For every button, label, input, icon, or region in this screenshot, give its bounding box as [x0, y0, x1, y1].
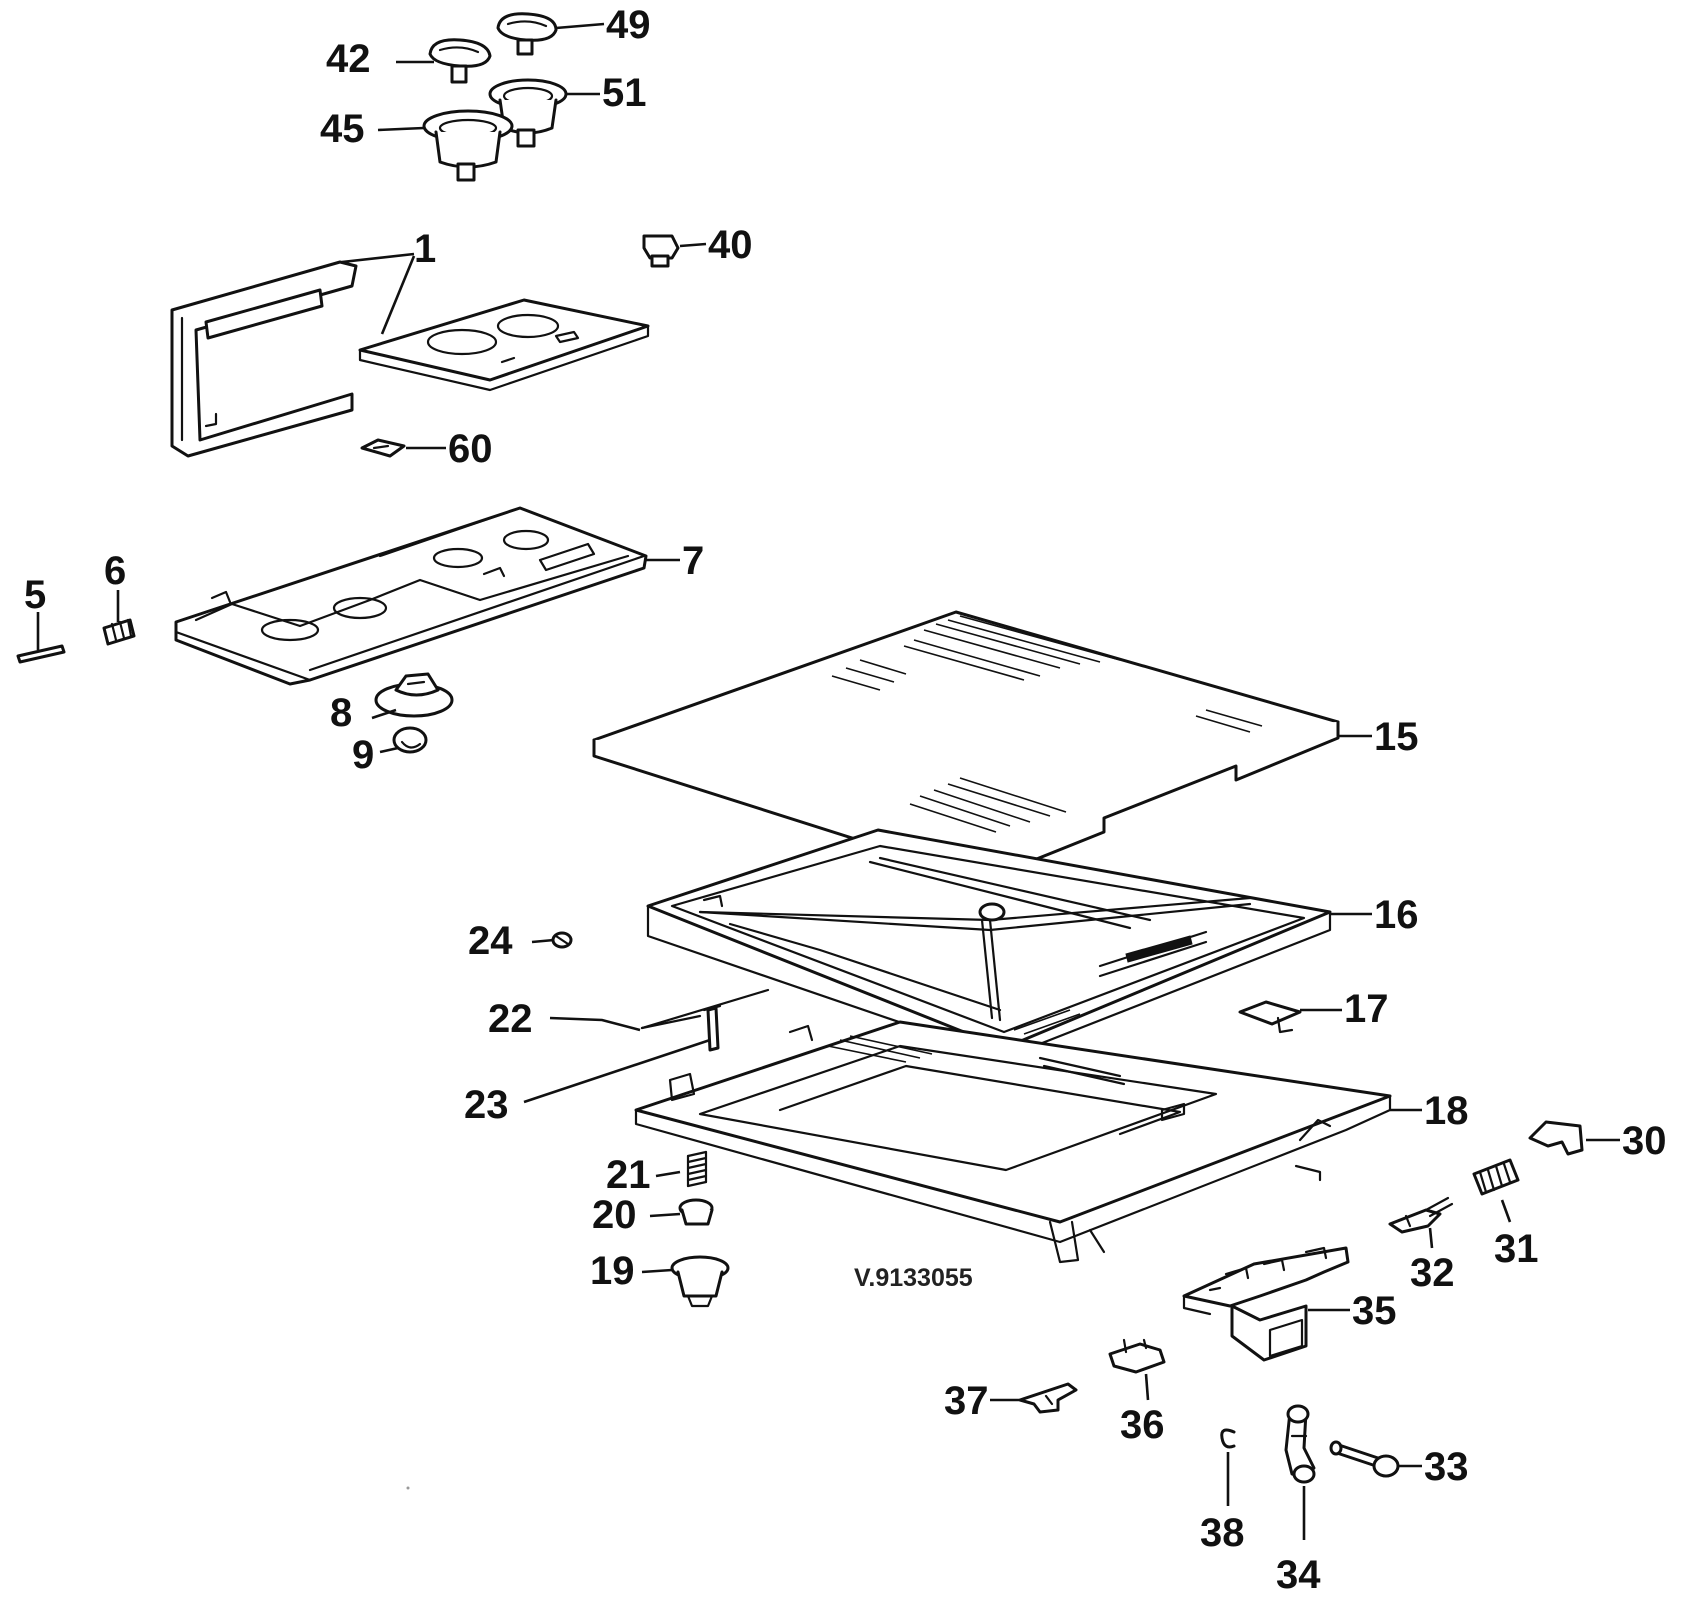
callout-22: 22	[488, 997, 533, 1041]
part-60-gasket[interactable]	[360, 438, 406, 458]
reference-code: V.9133055	[854, 1264, 973, 1292]
knob-bezel-45[interactable]	[422, 109, 514, 182]
callout-38: 38	[1200, 1511, 1245, 1555]
part-9-cap[interactable]	[392, 726, 428, 754]
callout-35: 35	[1352, 1289, 1397, 1333]
callout-49: 49	[606, 3, 651, 47]
part-17-bracket[interactable]	[1238, 1000, 1302, 1034]
callout-19: 19	[590, 1249, 635, 1293]
callout-37: 37	[944, 1379, 989, 1423]
part-20-bushing[interactable]	[678, 1198, 714, 1226]
part-38-retaining-ring[interactable]	[1220, 1428, 1236, 1449]
callout-34: 34	[1276, 1553, 1321, 1597]
callout-1: 1	[414, 227, 436, 271]
callout-33: 33	[1424, 1445, 1469, 1489]
callout-60: 60	[448, 427, 493, 471]
scan-speck	[406, 1486, 410, 1490]
callout-42: 42	[326, 37, 371, 81]
callout-numbers: 49 42 51 45 40 1 60 7 5 6 8 9 15 16 24 1…	[24, 3, 1667, 1597]
part-5-pin[interactable]	[16, 644, 66, 664]
callout-16: 16	[1374, 893, 1419, 937]
knob-42[interactable]	[428, 38, 492, 84]
part-6-spring[interactable]	[102, 618, 136, 646]
callout-18: 18	[1424, 1089, 1469, 1133]
part-31-spring[interactable]	[1472, 1158, 1520, 1196]
callout-32: 32	[1410, 1251, 1455, 1295]
callout-8: 8	[330, 691, 352, 735]
part-16-inner-frame[interactable]	[646, 828, 1332, 1060]
callout-23: 23	[464, 1083, 509, 1127]
callout-6: 6	[104, 549, 126, 593]
callout-15: 15	[1374, 715, 1419, 759]
callout-30: 30	[1622, 1119, 1667, 1163]
part-30-clip[interactable]	[1528, 1120, 1584, 1156]
callout-31: 31	[1494, 1227, 1539, 1271]
part-40-plug[interactable]	[642, 234, 680, 268]
callout-17: 17	[1344, 987, 1389, 1031]
part-1-control-panel[interactable]	[358, 298, 650, 392]
callout-36: 36	[1120, 1403, 1165, 1447]
callout-20: 20	[592, 1193, 637, 1237]
part-7-control-housing[interactable]	[174, 506, 648, 686]
callout-5: 5	[24, 573, 46, 617]
callout-45: 45	[320, 107, 365, 151]
part-23-rod[interactable]	[702, 1004, 722, 1052]
part-15-top-cover[interactable]	[592, 610, 1340, 882]
part-24-screw[interactable]	[551, 931, 573, 949]
part-19-foot[interactable]	[670, 1255, 730, 1308]
part-34-link-arm[interactable]	[1284, 1404, 1316, 1484]
part-36-latch[interactable]	[1108, 1338, 1166, 1374]
part-8-switch[interactable]	[374, 672, 454, 718]
part-37-hook[interactable]	[1018, 1382, 1078, 1414]
part-33-pin[interactable]	[1329, 1440, 1400, 1478]
callout-51: 51	[602, 71, 647, 115]
callout-40: 40	[708, 223, 753, 267]
callout-24: 24	[468, 919, 513, 963]
callout-9: 9	[352, 733, 374, 777]
callout-7: 7	[682, 539, 704, 583]
knob-49[interactable]	[496, 12, 558, 56]
part-21-spring[interactable]	[686, 1150, 708, 1188]
part-32-lever[interactable]	[1388, 1196, 1454, 1234]
part-18-base-tray[interactable]	[634, 1020, 1392, 1264]
callout-21: 21	[606, 1153, 651, 1197]
part-1-front-frame[interactable]	[170, 260, 358, 458]
leader-lines	[36, 22, 1620, 1540]
part-35-lock-housing[interactable]	[1182, 1246, 1350, 1362]
